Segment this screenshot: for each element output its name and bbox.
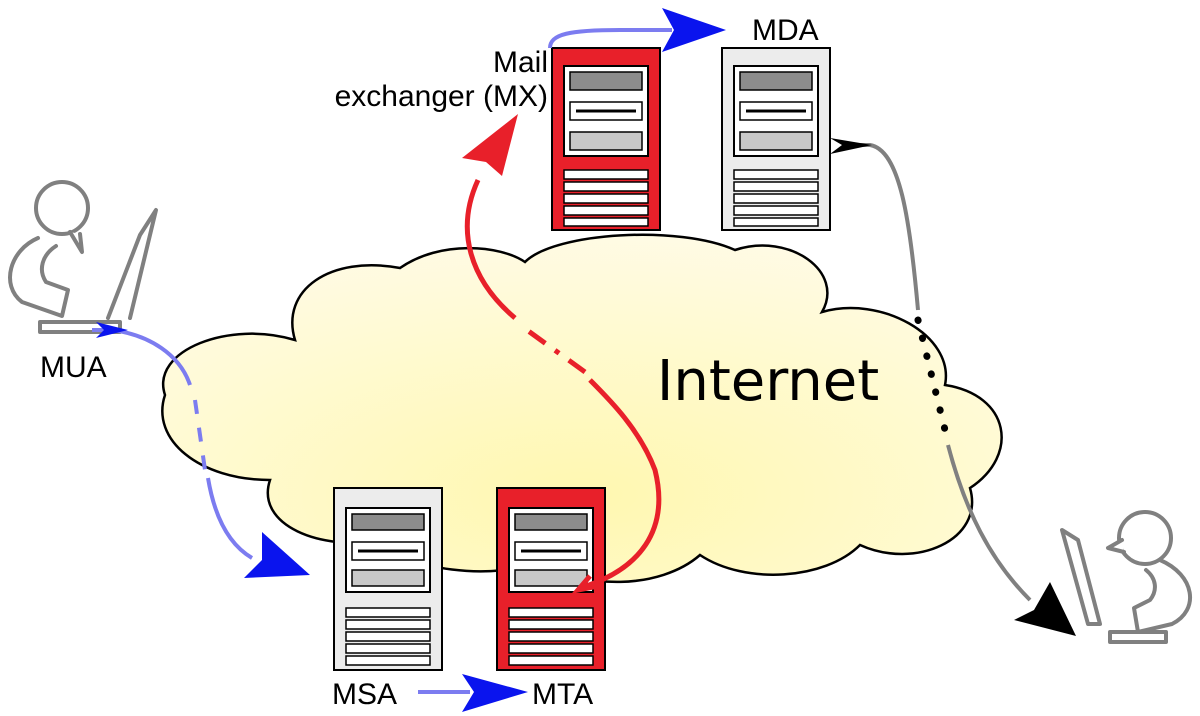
mda-recipient-line-dotted <box>914 316 949 434</box>
msa-arrow-head-icon <box>244 532 310 578</box>
recipient-arrow-head-icon <box>1014 582 1076 636</box>
mx-server-icon <box>551 47 661 231</box>
mda-arrow-head-icon <box>662 8 726 52</box>
mda-label: MDA <box>752 14 819 47</box>
mda-to-recipient-flow <box>830 138 1076 636</box>
mta-arrow-head-icon <box>462 674 528 712</box>
recipient-person-icon <box>1060 510 1193 644</box>
mx-label-line2: exchanger (MX) <box>335 80 548 113</box>
msa-server-icon <box>333 487 443 671</box>
mua-msa-line-dashed <box>193 399 207 471</box>
sender-person-icon <box>8 180 158 334</box>
mda-server-icon <box>721 47 831 231</box>
mua-label: MUA <box>40 351 107 384</box>
mda-in-arrow-head-icon <box>830 138 872 154</box>
internet-label: Internet <box>657 349 879 414</box>
mx-label-line1: Mail <box>493 46 548 79</box>
mua-to-msa-flow <box>92 322 310 578</box>
mta-mx-line-lower <box>579 378 662 591</box>
msa-to-mta-flow <box>418 674 528 712</box>
msa-label: MSA <box>332 678 397 711</box>
mx-to-mda-flow <box>548 8 726 52</box>
mta-to-mx-flow <box>462 114 662 594</box>
mua-msa-line-lower <box>206 477 254 560</box>
mua-arrow-head-icon <box>96 322 128 338</box>
mta-mx-line-upper <box>464 178 517 320</box>
mta-label: MTA <box>532 678 593 711</box>
mta-server-icon <box>496 487 606 671</box>
mx-arrow-head-icon <box>462 114 518 176</box>
mta-mx-line-dashed <box>518 322 587 375</box>
